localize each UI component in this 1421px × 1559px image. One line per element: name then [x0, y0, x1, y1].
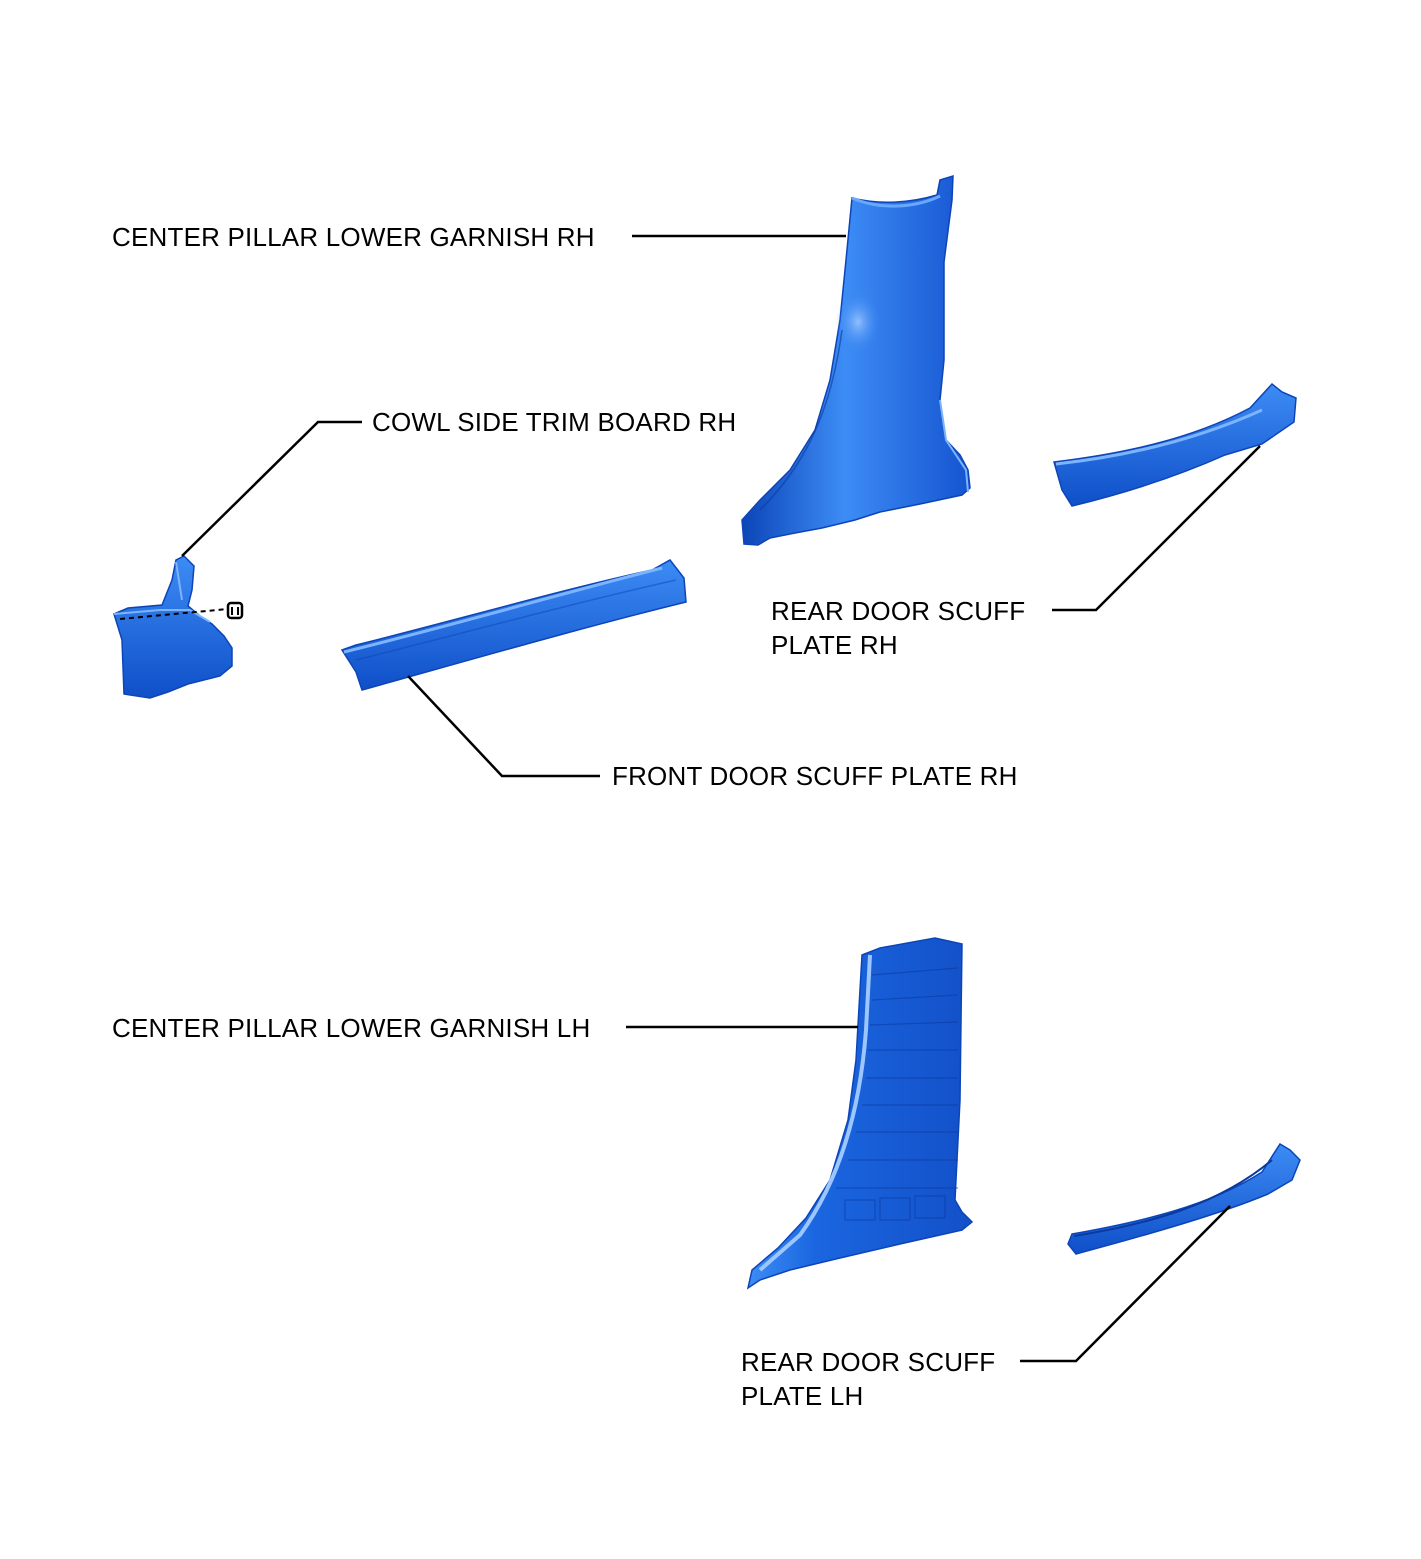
leader-front-door-scuff-rh	[407, 675, 600, 778]
label-rear-door-scuff-plate-rh: REAR DOOR SCUFF PLATE RH	[771, 594, 1025, 662]
front-door-scuff-plate-rh-part	[340, 559, 687, 691]
label-rear-door-scuff-lh-line2: PLATE LH	[741, 1381, 864, 1411]
leader-rear-door-scuff-lh	[1020, 1205, 1231, 1363]
center-pillar-lower-garnish-rh-part	[741, 174, 971, 546]
rear-door-scuff-plate-rh-part	[1053, 382, 1297, 507]
label-center-pillar-lower-garnish-lh: CENTER PILLAR LOWER GARNISH LH	[112, 1013, 591, 1043]
label-rear-door-scuff-rh-line1: REAR DOOR SCUFF	[771, 596, 1026, 626]
label-rear-door-scuff-rh-line2: PLATE RH	[771, 630, 898, 660]
center-pillar-lower-garnish-lh-part	[746, 937, 974, 1290]
label-cowl-side-trim-board-rh: COWL SIDE TRIM BOARD RH	[372, 407, 737, 437]
rear-door-scuff-plate-lh-part	[1067, 1142, 1301, 1255]
clip-icon	[226, 601, 244, 620]
label-center-pillar-lower-garnish-rh: CENTER PILLAR LOWER GARNISH RH	[112, 222, 595, 252]
label-rear-door-scuff-plate-lh: REAR DOOR SCUFF PLATE LH	[741, 1345, 995, 1413]
leader-lines	[181, 234, 1261, 1363]
leader-cowl-side-rh	[181, 420, 362, 557]
label-front-door-scuff-plate-rh: FRONT DOOR SCUFF PLATE RH	[612, 761, 1018, 791]
leader-rear-door-scuff-rh	[1052, 445, 1261, 612]
cowl-side-trim-board-rh-part	[113, 555, 244, 699]
label-rear-door-scuff-lh-line1: REAR DOOR SCUFF	[741, 1347, 996, 1377]
